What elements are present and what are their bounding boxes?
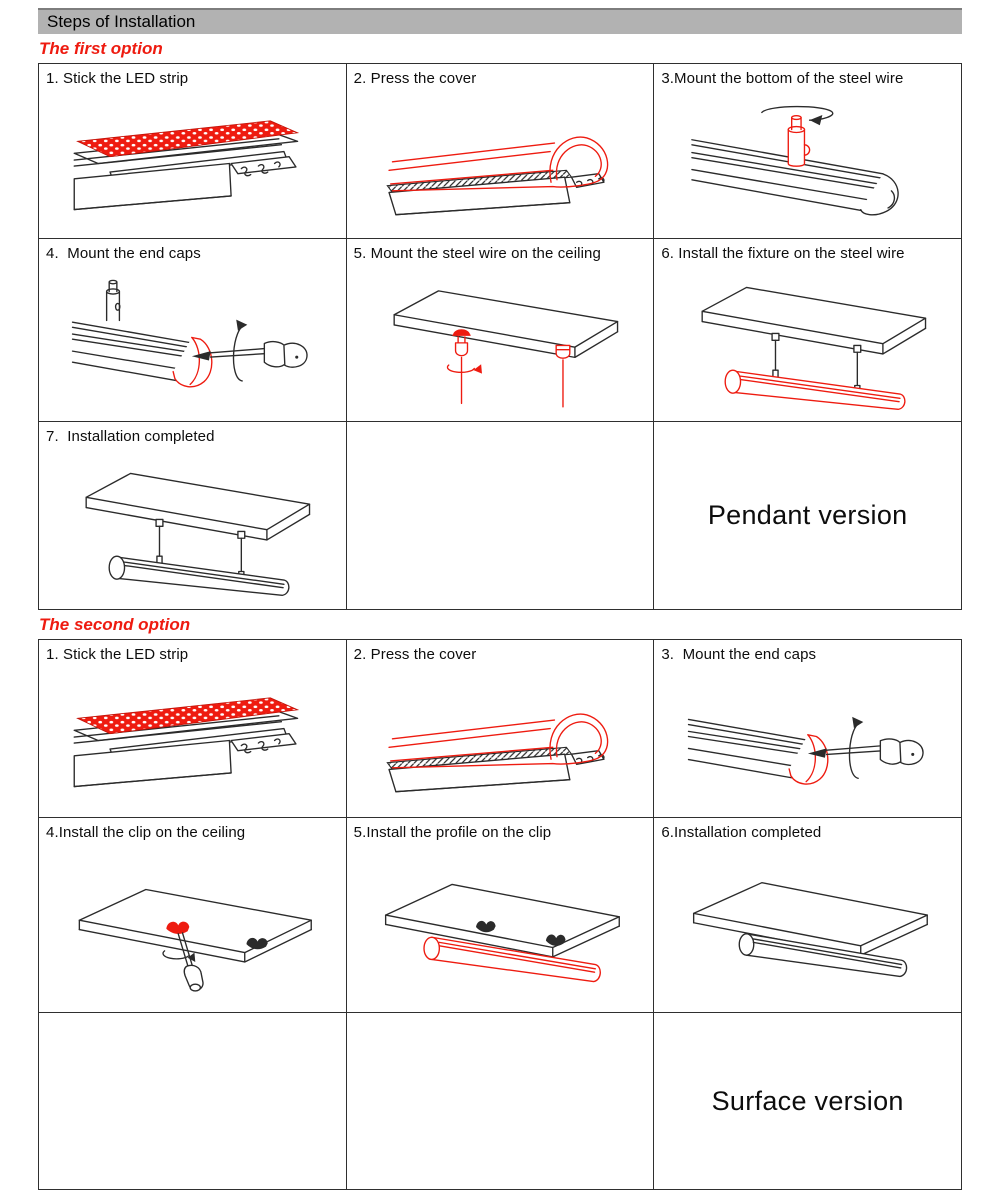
step-label: 6. Install the fixture on the steel wire <box>661 245 905 262</box>
step-label: 1. Stick the LED strip <box>46 646 189 663</box>
empty-cell <box>346 1013 655 1190</box>
step-cell: 4.Install the clip on the ceiling <box>39 818 347 1013</box>
first-option-table: 1. Stick the LED strip 2. Press the cove… <box>38 63 962 610</box>
version-cell: Pendant version <box>654 422 962 610</box>
step-cell: 7. Installation completed <box>39 422 347 610</box>
step-cell: 6.Installation completed <box>654 818 962 1013</box>
step-cell: 1. Stick the LED strip <box>39 64 347 239</box>
clip-ceiling-illustration <box>39 841 346 1012</box>
version-cell: Surface version <box>654 1013 962 1190</box>
step-label: 6.Installation completed <box>661 824 822 841</box>
step-cell: 3.Mount the bottom of the steel wire <box>654 64 962 239</box>
step-cell: 6. Install the fixture on the steel wire <box>654 239 962 422</box>
step-label: 1. Stick the LED strip <box>46 70 189 87</box>
wire-bottom-illustration <box>654 87 961 238</box>
step-label: 3. Mount the end caps <box>661 646 817 663</box>
page-header: Steps of Installation <box>38 8 962 34</box>
step-label: 5. Mount the steel wire on the ceiling <box>353 245 601 262</box>
step-label: 7. Installation completed <box>46 428 215 445</box>
completed-pendant-illustration <box>39 445 346 609</box>
step-cell: 5.Install the profile on the clip <box>346 818 655 1013</box>
step-cell: 2. Press the cover <box>346 640 655 818</box>
step-cell: 5. Mount the steel wire on the ceiling <box>346 239 655 422</box>
installation-guide: Steps of Installation The first option 1… <box>38 8 962 1190</box>
step-label: 2. Press the cover <box>353 70 477 87</box>
step-cell: 2. Press the cover <box>346 64 655 239</box>
step-cell: 4. Mount the end caps <box>39 239 347 422</box>
end-caps-pendant-illustration <box>39 262 346 421</box>
empty-cell <box>39 1013 347 1190</box>
step-label: 3.Mount the bottom of the steel wire <box>661 70 904 87</box>
second-option-heading: The second option <box>39 615 191 634</box>
empty-cell <box>346 422 655 610</box>
led-strip-illustration <box>39 663 346 817</box>
end-caps-surface-illustration <box>654 663 961 817</box>
profile-clip-illustration <box>347 841 654 1012</box>
step-label: 5.Install the profile on the clip <box>353 824 552 841</box>
step-cell: 3. Mount the end caps <box>654 640 962 818</box>
led-strip-illustration <box>39 87 346 238</box>
page-title: Steps of Installation <box>47 12 196 31</box>
step-label: 4.Install the clip on the ceiling <box>46 824 246 841</box>
step-cell: 1. Stick the LED strip <box>39 640 347 818</box>
first-option-heading: The first option <box>39 39 163 58</box>
fixture-wire-illustration <box>654 262 961 421</box>
completed-surface-illustration <box>654 841 961 1012</box>
step-label: 2. Press the cover <box>353 646 477 663</box>
version-label: Pendant version <box>707 500 908 530</box>
press-cover-illustration <box>347 663 654 817</box>
second-option-table: 1. Stick the LED strip 2. Press the cove… <box>38 639 962 1190</box>
wire-ceiling-illustration <box>347 262 654 421</box>
step-label: 4. Mount the end caps <box>46 245 201 262</box>
press-cover-illustration <box>347 87 654 238</box>
version-label: Surface version <box>711 1085 904 1116</box>
